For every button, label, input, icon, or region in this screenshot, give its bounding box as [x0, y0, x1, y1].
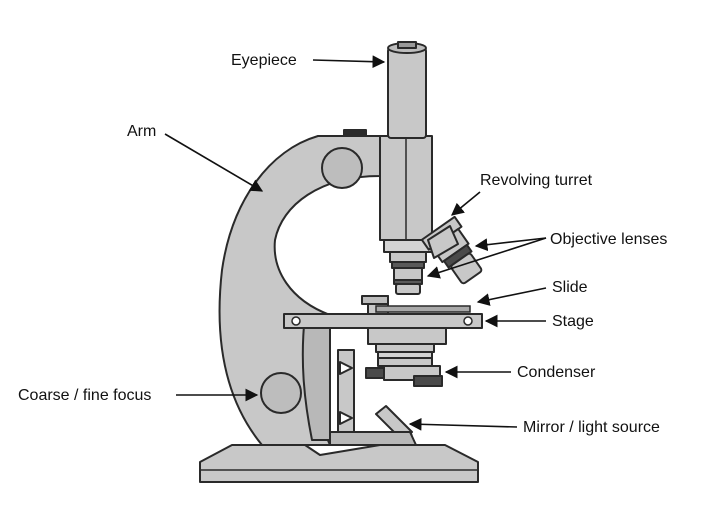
arrow-arm [164, 133, 264, 192]
labels: Eyepiece Arm Revolving turret Objective … [18, 52, 667, 436]
label-mirror-light-source: Mirror / light source [523, 419, 660, 436]
condenser [365, 327, 447, 387]
mirror [329, 405, 417, 446]
arrow-revolving-turret [451, 191, 481, 216]
label-revolving-turret: Revolving turret [480, 172, 593, 189]
arrow-objective-lenses-1 [474, 237, 547, 252]
arm-knob [321, 147, 363, 189]
label-arm: Arm [127, 123, 156, 140]
base [199, 444, 479, 483]
arrow-objective-lenses-2 [426, 237, 547, 279]
arrow-eyepiece [312, 55, 386, 69]
focus-knob [260, 372, 302, 414]
label-eyepiece: Eyepiece [231, 52, 297, 69]
label-slide: Slide [552, 279, 588, 296]
front-objective [391, 261, 425, 295]
label-condenser: Condenser [517, 364, 596, 381]
label-coarse-fine-focus: Coarse / fine focus [18, 387, 151, 404]
label-objective-lenses: Objective lenses [550, 231, 667, 248]
slide [375, 305, 471, 313]
label-stage: Stage [552, 313, 594, 330]
eyepiece [387, 47, 427, 139]
microscope-drawing [199, 41, 483, 483]
arrow-mirror-light-source [408, 417, 518, 431]
stage [283, 313, 483, 329]
arrow-slide [476, 287, 547, 306]
